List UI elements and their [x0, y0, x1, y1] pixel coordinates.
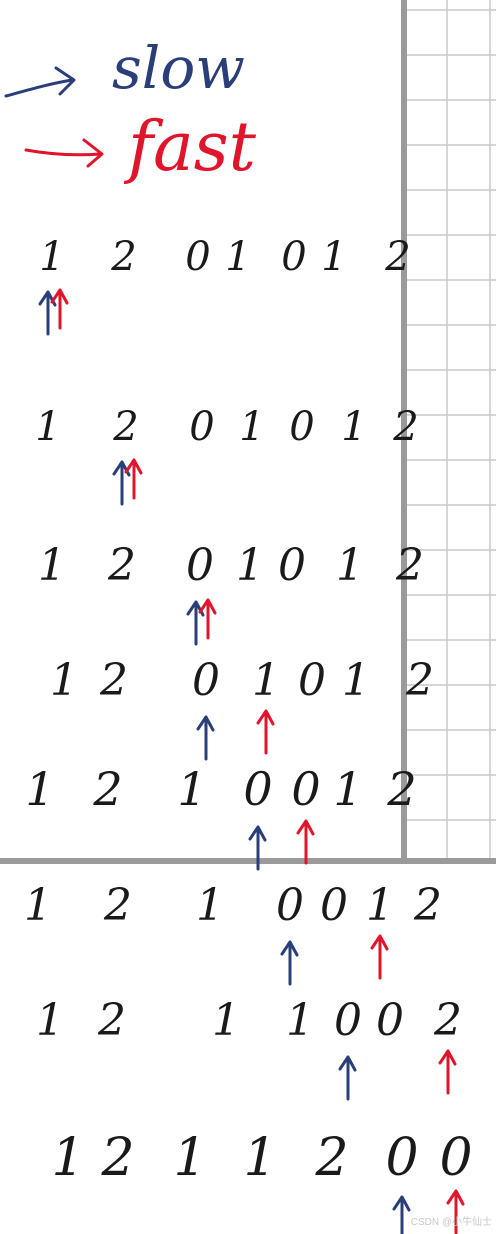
fast-legend-arrow-icon	[24, 138, 104, 168]
fast-pointer-arrow-icon	[50, 288, 69, 330]
array-digit: 1	[236, 540, 264, 591]
slow-pointer-arrow-icon	[338, 1055, 357, 1101]
array-digit: 1	[39, 234, 64, 280]
array-digit: 1	[196, 880, 224, 931]
fast-pointer-arrow-icon	[256, 709, 275, 755]
fast-pointer-arrow-icon	[198, 598, 217, 640]
array-digit: 0	[186, 540, 214, 591]
array-digit: 2	[103, 880, 132, 931]
array-digit: 1	[286, 995, 314, 1046]
array-digit: 2	[314, 1128, 348, 1188]
array-digit: 2	[107, 540, 136, 591]
array-digit: 2	[405, 655, 434, 706]
array-digit: 0	[334, 995, 362, 1046]
grid-paper	[404, 0, 496, 860]
fast-pointer-arrow-icon	[446, 1189, 465, 1234]
array-digit: 1	[212, 995, 240, 1046]
watermark: CSDN @小牛仙士	[410, 1217, 492, 1228]
array-digit: 1	[252, 655, 280, 706]
array-digit: 0	[298, 655, 326, 706]
array-digit: 0	[385, 1128, 418, 1188]
slow-legend-arrow-icon	[4, 66, 76, 98]
array-digit: 0	[189, 404, 214, 450]
array-digit: 0	[276, 880, 304, 931]
array-digit: 2	[392, 404, 418, 450]
array-digit: 0	[243, 762, 272, 816]
array-digit: 1	[239, 404, 264, 450]
array-digit: 0	[439, 1128, 472, 1188]
array-digit: 1	[177, 762, 206, 816]
array-digit: 1	[342, 655, 370, 706]
slow-pointer-arrow-icon	[392, 1195, 411, 1234]
array-digit: 2	[100, 1128, 134, 1188]
array-digit: 1	[24, 880, 52, 931]
array-digit: 1	[336, 540, 364, 591]
array-digit: 1	[173, 1128, 206, 1188]
fast-pointer-arrow-icon	[370, 934, 389, 980]
array-digit: 1	[38, 540, 66, 591]
array-digit: 0	[376, 995, 404, 1046]
array-digit: 2	[395, 540, 424, 591]
array-digit: 0	[320, 880, 348, 931]
array-digit: 1	[25, 762, 54, 816]
array-digit: 1	[366, 880, 394, 931]
array-digit: 1	[225, 234, 250, 280]
fast-legend-label: fast	[123, 108, 257, 187]
array-digit: 0	[278, 540, 306, 591]
slow-pointer-arrow-icon	[280, 940, 299, 986]
array-digit: 1	[243, 1128, 276, 1188]
slow-pointer-arrow-icon	[196, 715, 215, 761]
array-digit: 2	[92, 762, 122, 816]
array-digit: 0	[291, 762, 320, 816]
array-digit: 1	[50, 655, 78, 706]
legend: slow fast	[4, 34, 257, 187]
array-digit: 2	[112, 404, 138, 450]
array-digit: 2	[386, 762, 416, 816]
fast-pointer-arrow-icon	[296, 819, 315, 865]
array-digit: 2	[97, 995, 126, 1046]
array-digit: 1	[341, 404, 366, 450]
array-digit: 0	[185, 234, 210, 280]
array-digit: 1	[51, 1128, 84, 1188]
fast-pointer-arrow-icon	[124, 458, 143, 500]
slow-pointer-arrow-icon	[248, 825, 267, 871]
array-digit: 2	[433, 995, 462, 1046]
slow-legend-label: slow	[112, 34, 245, 102]
array-digit: 2	[99, 655, 128, 706]
array-digit: 1	[36, 995, 64, 1046]
array-digit: 2	[110, 234, 136, 280]
array-digit: 1	[321, 234, 346, 280]
array-digit: 2	[384, 234, 410, 280]
array-digit: 1	[35, 404, 60, 450]
array-digit: 2	[413, 880, 442, 931]
array-digit: 0	[192, 655, 220, 706]
array-digit: 1	[333, 762, 362, 816]
array-digit: 0	[289, 404, 314, 450]
fast-pointer-arrow-icon	[438, 1049, 457, 1095]
array-digit: 0	[281, 234, 306, 280]
